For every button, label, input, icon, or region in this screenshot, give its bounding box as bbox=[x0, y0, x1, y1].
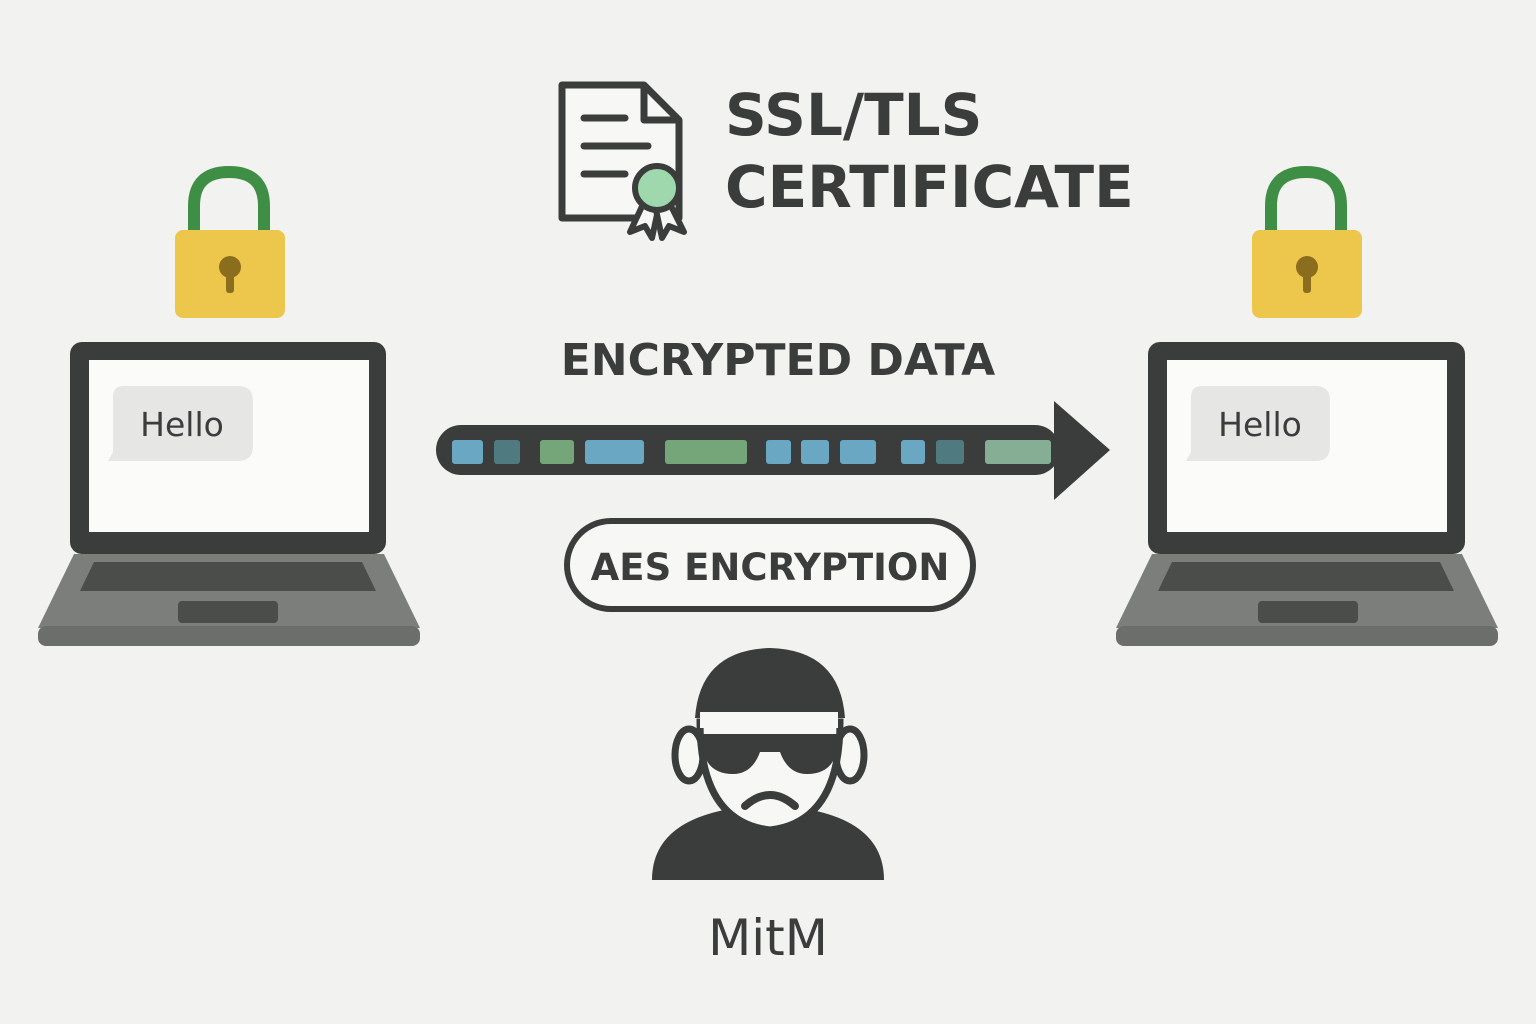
receiver-message-bubble bbox=[1186, 386, 1330, 461]
encrypted-data-title: ENCRYPTED DATA bbox=[561, 335, 995, 386]
packet-group-3 bbox=[660, 437, 752, 467]
certificate-title-line1: SSL/TLS bbox=[725, 81, 982, 149]
packet-group-4 bbox=[761, 437, 888, 467]
receiver-message-text: Hello bbox=[1218, 405, 1302, 444]
certificate-title-line2: CERTIFICATE bbox=[725, 153, 1134, 221]
packet-group-1 bbox=[448, 437, 526, 467]
aes-encryption-label: AES ENCRYPTION bbox=[591, 546, 950, 589]
attacker-icon bbox=[652, 648, 884, 880]
packet-group-6 bbox=[980, 437, 1054, 467]
aes-encryption-badge bbox=[564, 518, 976, 612]
certificate-icon bbox=[558, 81, 687, 241]
receiver-lock-icon bbox=[1252, 165, 1362, 318]
seal-icon bbox=[627, 163, 687, 241]
sender-lock-icon bbox=[175, 165, 285, 318]
attacker-label: MitM bbox=[708, 909, 828, 967]
sender-message-bubble bbox=[108, 386, 253, 461]
sender-message-text: Hello bbox=[140, 405, 224, 444]
packet-group-2 bbox=[534, 437, 650, 467]
packet-group-5 bbox=[896, 437, 972, 467]
data-stream-arrow bbox=[436, 401, 1110, 500]
